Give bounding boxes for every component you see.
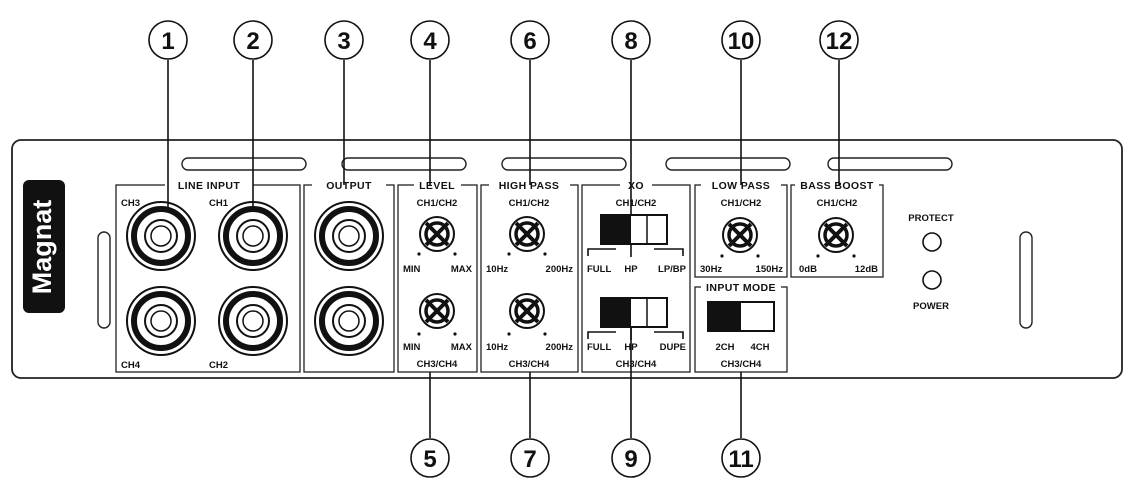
level-max-label: MAX	[451, 264, 473, 275]
svg-text:2: 2	[246, 28, 259, 55]
bass-boost-min-label: 0dB	[799, 264, 817, 275]
xo-bottom-option-full: FULL	[587, 342, 611, 353]
rca-jack-ch1[interactable]	[218, 201, 288, 271]
svg-text:4: 4	[423, 28, 437, 55]
svg-text:6: 6	[523, 28, 536, 55]
high-pass-ch1-ch2-label: CH1/CH2	[509, 198, 550, 209]
jack-label-ch3: CH3	[121, 198, 140, 209]
svg-text:1: 1	[161, 28, 174, 55]
rca-jack-ch4[interactable]	[126, 286, 196, 356]
callout-11: 11	[721, 438, 761, 478]
callout-8: 8	[611, 20, 651, 60]
callout-1: 1	[148, 20, 188, 60]
brand-logo-text: Magnat	[27, 200, 57, 295]
high-pass-knob-ch1-ch2[interactable]	[509, 216, 545, 252]
xo-top-option-hp: HP	[624, 264, 638, 275]
mount-slot-right	[1019, 231, 1033, 329]
high-pass-max-label: 200Hz	[546, 264, 574, 275]
svg-text:7: 7	[523, 446, 536, 473]
level-min-label: MIN	[403, 264, 421, 275]
mount-slot-left	[97, 231, 111, 329]
jack-label-ch4: CH4	[121, 360, 141, 371]
svg-text:12: 12	[826, 28, 853, 55]
jack-label-ch1: CH1	[209, 198, 229, 209]
line-input-title: LINE INPUT	[178, 180, 241, 192]
xo-title: XO	[628, 180, 644, 192]
callout-3: 3	[324, 20, 364, 60]
xo-ch1-ch2-label: CH1/CH2	[616, 198, 657, 209]
rca-output-jack-top[interactable]	[314, 201, 384, 271]
level-knob-ch1-ch2[interactable]	[419, 216, 455, 252]
callout-9: 9	[611, 438, 651, 478]
level-min-label-bottom: MIN	[403, 342, 421, 353]
svg-text:11: 11	[728, 446, 753, 473]
level-ch3-ch4-label: CH3/CH4	[417, 359, 458, 370]
bass-boost-channel-label: CH1/CH2	[817, 198, 858, 209]
high-pass-knob-ch3-ch4[interactable]	[509, 293, 545, 329]
power-label: POWER	[913, 301, 949, 312]
low-pass-channel-label: CH1/CH2	[721, 198, 762, 209]
svg-text:10: 10	[728, 28, 755, 55]
power-led-icon	[922, 270, 942, 290]
rca-jack-ch3[interactable]	[126, 201, 196, 271]
xo-bottom-option-dupe: DUPE	[660, 342, 686, 353]
protect-led-icon	[922, 232, 942, 252]
callout-2: 2	[233, 20, 273, 60]
mount-slot	[341, 157, 467, 171]
rca-output-jack-bottom[interactable]	[314, 286, 384, 356]
callout-5: 5	[410, 438, 450, 478]
high-pass-max-label-bottom: 200Hz	[546, 342, 574, 353]
xo-switch-ch3-ch4[interactable]	[600, 297, 668, 328]
input-mode-channel-label: CH3/CH4	[721, 359, 762, 370]
mount-slot	[665, 157, 791, 171]
bass-boost-max-label: 12dB	[855, 264, 878, 275]
callout-4: 4	[410, 20, 450, 60]
level-knob-ch3-ch4[interactable]	[419, 293, 455, 329]
mount-slot	[181, 157, 307, 171]
low-pass-title: LOW PASS	[712, 180, 770, 192]
high-pass-ch3-ch4-label: CH3/CH4	[509, 359, 550, 370]
brand-logo: Magnat	[23, 180, 65, 313]
high-pass-min-label-bottom: 10Hz	[486, 342, 508, 353]
xo-ch3-ch4-label: CH3/CH4	[616, 359, 657, 370]
callout-7: 7	[510, 438, 550, 478]
level-ch1-ch2-label: CH1/CH2	[417, 198, 458, 209]
input-mode-option-2ch: 2CH	[715, 342, 734, 353]
high-pass-title: HIGH PASS	[499, 180, 560, 192]
high-pass-min-label: 10Hz	[486, 264, 508, 275]
low-pass-min-label: 30Hz	[700, 264, 722, 275]
protect-label: PROTECT	[908, 213, 954, 224]
low-pass-knob[interactable]	[722, 217, 758, 253]
callout-12: 12	[819, 20, 859, 60]
xo-top-option-full: FULL	[587, 264, 611, 275]
input-mode-title: INPUT MODE	[706, 282, 776, 294]
mount-slot	[501, 157, 627, 171]
xo-switch-ch1-ch2[interactable]	[600, 214, 668, 245]
low-pass-max-label: 150Hz	[756, 264, 784, 275]
level-max-label-bottom: MAX	[451, 342, 473, 353]
bass-boost-knob[interactable]	[818, 217, 854, 253]
rca-jack-ch2[interactable]	[218, 286, 288, 356]
level-title: LEVEL	[419, 180, 455, 192]
output-title: OUTPUT	[326, 180, 372, 192]
svg-text:3: 3	[337, 28, 350, 55]
callout-10: 10	[721, 20, 761, 60]
jack-label-ch2: CH2	[209, 360, 228, 371]
svg-text:5: 5	[423, 446, 436, 473]
svg-text:8: 8	[624, 28, 637, 55]
xo-top-option-lpbp: LP/BP	[658, 264, 687, 275]
mount-slot	[827, 157, 953, 171]
bass-boost-title: BASS BOOST	[800, 180, 874, 192]
input-mode-switch[interactable]	[707, 301, 775, 332]
callout-6: 6	[510, 20, 550, 60]
input-mode-option-4ch: 4CH	[750, 342, 769, 353]
svg-text:9: 9	[624, 446, 637, 473]
chassis-panel	[11, 139, 1123, 379]
